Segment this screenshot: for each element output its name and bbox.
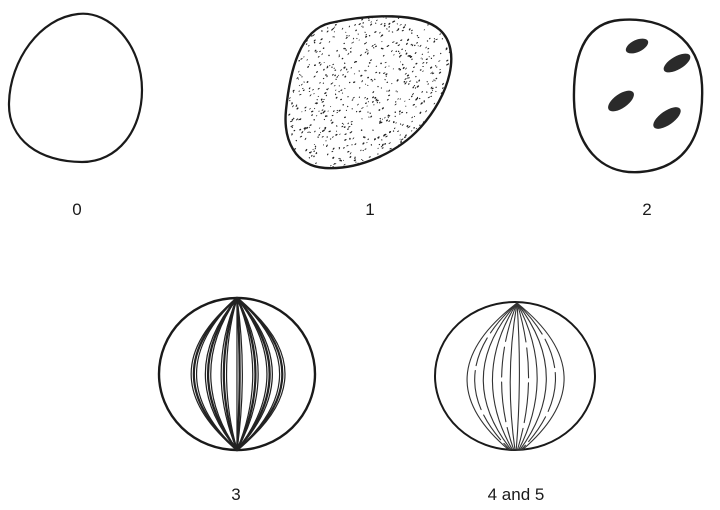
stage-0-label: 0 xyxy=(72,200,81,220)
stage-1-label: 1 xyxy=(365,200,374,220)
stage-2-label: 2 xyxy=(642,200,651,220)
stage-3-label: 3 xyxy=(231,485,240,505)
stage-4-5-label: 4 and 5 xyxy=(488,485,545,505)
